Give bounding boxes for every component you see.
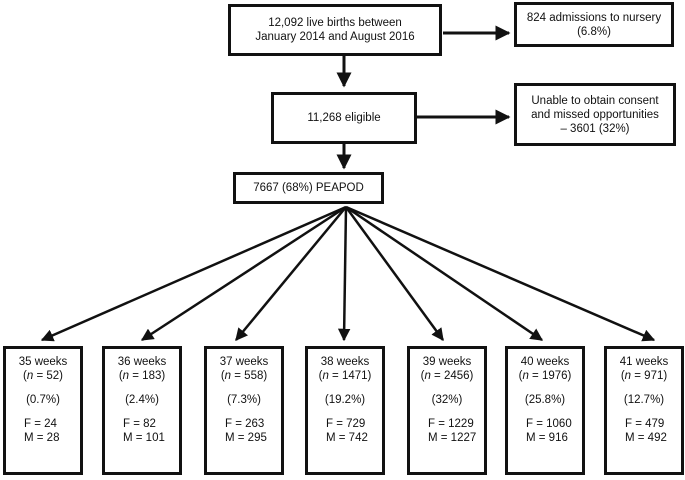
week-box: 39 weeks (n = 2456) (32%) F = 1229 M = 1227	[407, 346, 487, 475]
arrow-peapod-to-week	[345, 205, 544, 342]
week-box: 37 weeks (n = 558) (7.3%) F = 263 M = 295	[204, 346, 284, 475]
week-male: M = 916	[526, 432, 568, 444]
arrow-fan	[40, 205, 656, 342]
week-percent: (12.7%)	[623, 394, 665, 406]
week-count: (n = 2456)	[420, 370, 474, 382]
week-label: 40 weeks	[520, 356, 570, 368]
week-percent: (0.7%)	[26, 394, 60, 406]
births-line-1: 12,092 live births between	[268, 17, 402, 29]
week-label: 36 weeks	[117, 356, 167, 368]
week-label: 41 weeks	[619, 356, 669, 368]
week-box: 38 weeks (n = 1471) (19.2%) F = 729 M = 742	[305, 346, 385, 475]
arrow-peapod-to-week	[344, 206, 445, 342]
week-male: M = 742	[326, 432, 368, 444]
week-box: 41 weeks (n = 971) (12.7%) F = 479 M = 492	[604, 346, 684, 475]
week-label: 38 weeks	[320, 356, 370, 368]
arrow-peapod-to-week	[40, 205, 347, 342]
week-percent: (2.4%)	[125, 394, 159, 406]
week-label: 39 weeks	[422, 356, 472, 368]
week-percent: (7.3%)	[227, 394, 261, 406]
week-female: F = 263	[225, 418, 265, 430]
week-female: F = 1229	[428, 418, 474, 430]
week-count: (n = 558)	[220, 370, 268, 382]
week-male: M = 492	[625, 432, 667, 444]
week-male: M = 28	[24, 432, 60, 444]
week-count: (n = 183)	[118, 370, 166, 382]
box-consent-missed: Unable to obtain consent and missed oppo…	[514, 83, 676, 146]
week-percent: (25.8%)	[524, 394, 566, 406]
box-nursery-admissions: 824 admissions to nursery (6.8%)	[514, 2, 674, 47]
consent-line-1: Unable to obtain consent	[531, 94, 659, 107]
week-count: (n = 971)	[620, 370, 668, 382]
week-count: (n = 1471)	[318, 370, 372, 382]
week-female: F = 82	[123, 418, 156, 430]
box-peapod: 7667 (68%) PEAPOD	[233, 172, 384, 204]
consent-line-3: – 3601 (32%)	[560, 122, 630, 135]
week-box: 40 weeks (n = 1976) (25.8%) F = 1060 M = 916	[505, 346, 585, 475]
arrow-peapod-to-week	[140, 205, 347, 342]
consent-line-2: and missed opportunities	[531, 108, 659, 121]
box-eligible: 11,268 eligible	[271, 92, 417, 144]
week-count: (n = 52)	[23, 370, 63, 382]
week-box: 35 weeks (n = 52) (0.7%) F = 24 M = 28	[3, 346, 83, 475]
arrow-peapod-to-week	[345, 205, 656, 342]
week-label: 37 weeks	[219, 356, 269, 368]
week-box: 36 weeks (n = 183) (2.4%) F = 82 M = 101	[102, 346, 182, 475]
week-percent: (32%)	[431, 394, 463, 406]
eligible-text: 11,268 eligible	[307, 112, 381, 124]
week-percent: (19.2%)	[324, 394, 366, 406]
week-male: M = 1227	[428, 432, 477, 444]
week-count: (n = 1976)	[518, 370, 572, 382]
box-live-births: 12,092 live births between January 2014 …	[228, 4, 442, 56]
nursery-line-2: (6.8%)	[577, 25, 611, 38]
week-female: F = 479	[625, 418, 665, 430]
week-male: M = 295	[225, 432, 267, 444]
nursery-line-1: 824 admissions to nursery	[526, 11, 662, 24]
week-female: F = 24	[24, 418, 57, 430]
week-label: 35 weeks	[18, 356, 68, 368]
arrow-peapod-to-week	[337, 206, 351, 342]
week-female: F = 1060	[526, 418, 572, 430]
arrow-peapod-to-week	[235, 206, 347, 341]
peapod-text: 7667 (68%) PEAPOD	[253, 182, 364, 194]
week-female: F = 729	[326, 418, 366, 430]
week-male: M = 101	[123, 432, 165, 444]
births-line-2: January 2014 and August 2016	[255, 31, 415, 43]
